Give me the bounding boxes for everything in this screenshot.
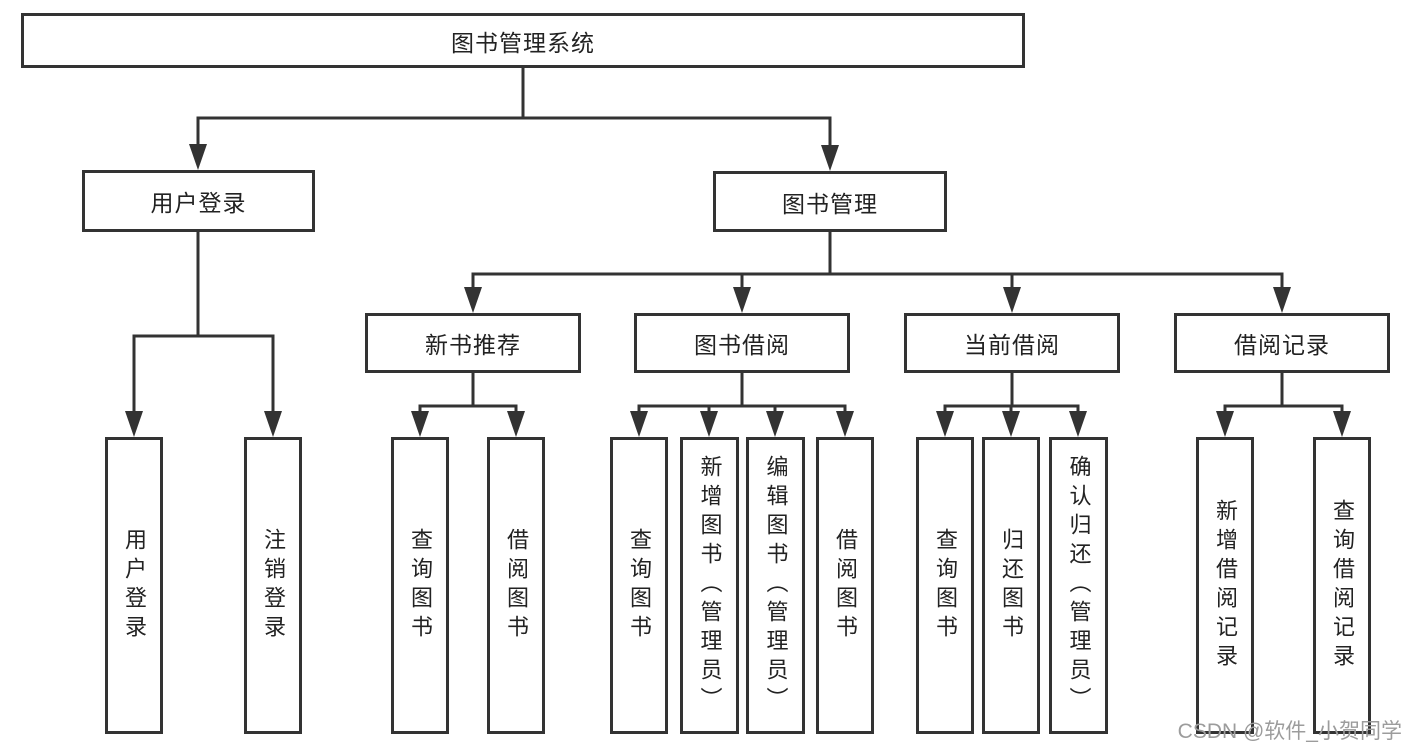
- node-book-borrow: 图书借阅: [634, 313, 850, 373]
- node-label: 图书管理: [782, 190, 878, 217]
- node-label: 借阅图书: [504, 527, 529, 644]
- node-user-login: 用户登录: [82, 170, 315, 232]
- node-label: 新书推荐: [425, 332, 521, 358]
- edge-book-borrow-to-leaves: [630, 373, 854, 437]
- node-label: 注销登录: [261, 527, 286, 644]
- node-label: 新增图书（管理员）: [697, 455, 723, 716]
- node-label: 当前借阅: [964, 332, 1060, 358]
- node-leaf-query-book-3: 查询图书: [916, 437, 974, 734]
- node-leaf-user-login: 用户登录: [105, 437, 163, 734]
- node-leaf-borrow-book-2: 借阅图书: [816, 437, 874, 734]
- node-label: 确认归还（管理员）: [1066, 455, 1092, 716]
- edge-new-book-recommend-to-leaves: [411, 373, 525, 437]
- node-label: 用户登录: [122, 527, 147, 644]
- node-leaf-query-book-2: 查询图书: [610, 437, 668, 734]
- node-leaf-query-borrow-record: 查询借阅记录: [1313, 437, 1371, 734]
- node-label: 编辑图书（管理员）: [763, 455, 789, 716]
- node-label: 查询图书: [627, 527, 652, 644]
- node-label: 查询图书: [408, 527, 433, 644]
- node-leaf-confirm-return-admin: 确认归还（管理员）: [1049, 437, 1108, 734]
- edge-root-to-level2: [189, 68, 839, 171]
- node-book-management: 图书管理: [713, 171, 947, 232]
- node-label: 查询借阅记录: [1330, 498, 1355, 673]
- node-leaf-query-book-1: 查询图书: [391, 437, 449, 734]
- edge-book-management-to-level3: [464, 232, 1291, 313]
- node-current-borrow: 当前借阅: [904, 313, 1120, 373]
- node-label: 借阅图书: [833, 527, 858, 644]
- node-leaf-return-book: 归还图书: [982, 437, 1040, 734]
- csdn-watermark: CSDN @软件_小贺同学: [1177, 720, 1402, 743]
- node-label: 用户登录: [150, 190, 247, 216]
- node-leaf-borrow-book-1: 借阅图书: [487, 437, 545, 734]
- node-leaf-logout: 注销登录: [244, 437, 302, 734]
- node-label: 查询图书: [933, 527, 958, 644]
- node-label: 新增借阅记录: [1213, 498, 1238, 673]
- edge-user-login-to-leaves: [125, 232, 282, 437]
- node-borrow-record: 借阅记录: [1174, 313, 1390, 373]
- node-label: 借阅记录: [1234, 332, 1330, 358]
- node-leaf-add-borrow-record: 新增借阅记录: [1196, 437, 1254, 734]
- node-leaf-edit-book-admin: 编辑图书（管理员）: [746, 437, 805, 734]
- edge-borrow-record-to-leaves: [1216, 373, 1351, 437]
- node-label: 图书管理系统: [451, 29, 595, 56]
- node-label: 图书借阅: [694, 332, 790, 358]
- node-leaf-add-book-admin: 新增图书（管理员）: [680, 437, 739, 734]
- node-label: 归还图书: [999, 527, 1024, 644]
- node-new-book-recommend: 新书推荐: [365, 313, 581, 373]
- edge-current-borrow-to-leaves: [936, 373, 1087, 437]
- node-library-management-system: 图书管理系统: [21, 13, 1025, 68]
